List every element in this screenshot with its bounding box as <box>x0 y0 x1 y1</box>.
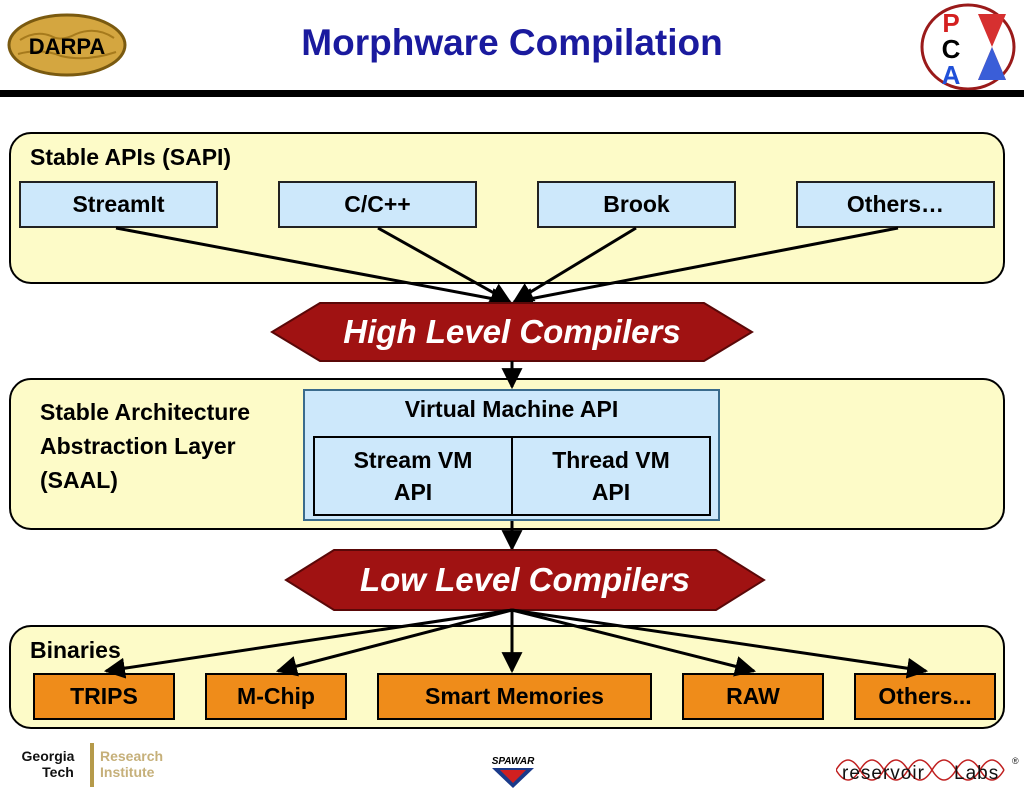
title-divider <box>0 90 1024 97</box>
darpa-logo: DARPA <box>7 13 127 77</box>
gtri-line-1: Research <box>100 748 163 764</box>
thread-vm-line: API <box>591 479 631 505</box>
labs-text: Labs <box>954 763 999 784</box>
vm-api-split: Stream VM API Thread VM API <box>313 436 711 516</box>
reservoir-labs-logo: reservoir Labs ® <box>836 756 1019 784</box>
arrow-cpp-to-hlc <box>377 226 512 304</box>
sapi-label: Stable APIs (SAPI) <box>30 144 232 170</box>
saal-label-line: Abstraction Layer <box>40 433 236 459</box>
page-title: Morphware Compilation <box>301 22 723 63</box>
arrow-llc-to-trips <box>103 608 513 679</box>
thread-vm-api: Thread VM API <box>513 438 709 514</box>
binary-box-raw: RAW <box>682 673 824 720</box>
gt-line-1: Georgia <box>22 748 75 764</box>
pca-logo: P C A <box>920 3 1016 91</box>
binary-box-mchip: M-Chip <box>205 673 347 720</box>
pca-letter-a: A <box>942 60 961 90</box>
saal-label-line: (SAAL) <box>40 467 118 493</box>
spawar-text: SPAWAR <box>492 756 535 767</box>
saal-label: Stable Architecture Abstraction Layer (S… <box>40 395 250 497</box>
reservoir-text: reservoir <box>842 763 925 784</box>
pca-letter-p: P <box>942 8 959 38</box>
low-level-compilers-label: Low Level Compilers <box>359 561 691 598</box>
api-box-brook: Brook <box>537 181 736 228</box>
vm-api-title: Virtual Machine API <box>404 396 619 422</box>
binary-box-smart-memories: Smart Memories <box>377 673 652 720</box>
arrow-llc-to-mchip <box>275 608 513 677</box>
gt-line-2: Tech <box>42 764 74 780</box>
api-box-cpp: C/C++ <box>278 181 477 228</box>
api-box-streamit: StreamIt <box>19 181 218 228</box>
stream-vm-api: Stream VM API <box>315 438 513 514</box>
registered-mark: ® <box>1012 756 1019 766</box>
high-level-compilers-banner <box>270 302 754 362</box>
saal-label-line: Stable Architecture <box>40 399 251 425</box>
arrow-streamit-to-hlc <box>115 226 513 309</box>
thread-vm-line: Thread VM <box>552 447 670 473</box>
darpa-logo-text: DARPA <box>29 34 106 59</box>
pca-letter-c: C <box>942 34 961 64</box>
georgia-tech-research-institute-logo: Georgia Tech Research Institute <box>22 743 163 787</box>
arrow-others-to-hlc <box>511 226 899 309</box>
gtri-line-2: Institute <box>100 764 155 780</box>
api-box-others: Others… <box>796 181 995 228</box>
low-level-compilers-banner <box>284 549 766 611</box>
arrow-llc-to-others <box>511 608 929 679</box>
stream-vm-line: Stream VM <box>353 447 473 473</box>
spawar-logo: SPAWAR <box>492 756 535 788</box>
arrow-llc-to-raw <box>511 608 757 677</box>
high-level-compilers-label: High Level Compilers <box>343 313 681 350</box>
stream-vm-line: API <box>393 479 433 505</box>
